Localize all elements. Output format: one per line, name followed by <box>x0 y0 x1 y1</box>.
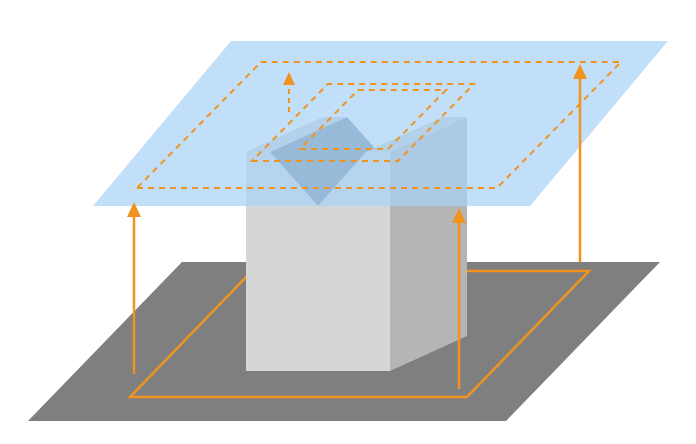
center-up-arrow <box>452 208 466 389</box>
cube-front-face <box>246 152 390 371</box>
notch-inner-dashed-outline <box>297 89 449 150</box>
notch-dashed-outline <box>249 83 477 162</box>
dashed-up-arrow-head <box>283 72 295 85</box>
left-up-arrow <box>127 202 141 374</box>
dashed-up-arrow <box>283 72 295 112</box>
floor-outline-rectangle <box>127 269 592 399</box>
left-up-arrow-head <box>127 202 141 217</box>
clipping-plane <box>93 41 668 206</box>
center-up-arrow-head <box>452 208 466 223</box>
right-up-arrow-head <box>573 64 587 79</box>
right-up-arrow <box>573 64 587 262</box>
